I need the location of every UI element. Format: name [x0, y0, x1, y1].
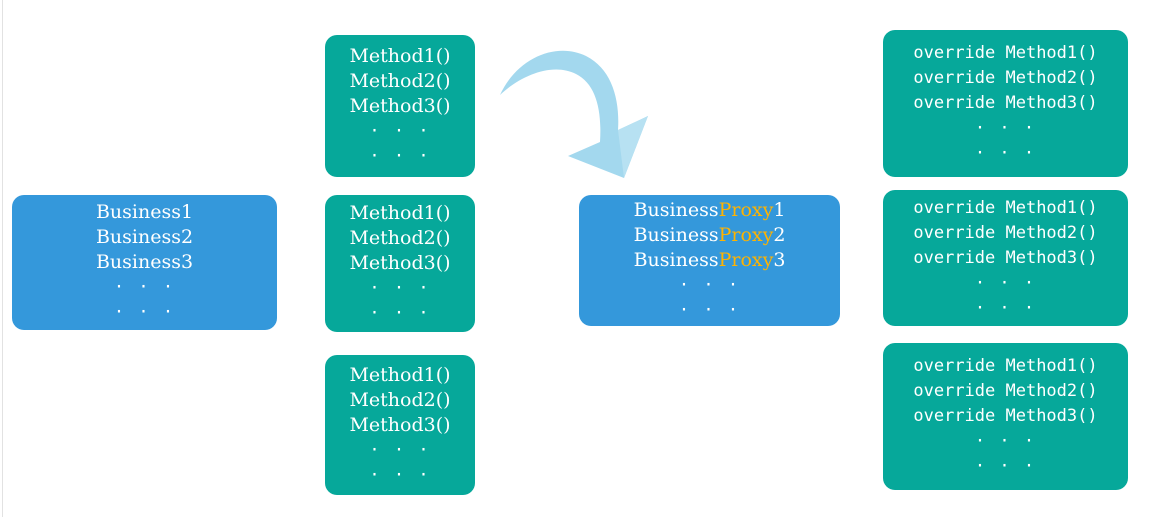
method-box-2: Method1() Method2() Method3() · · · · · …: [325, 195, 475, 332]
business-line: Business1: [95, 201, 194, 223]
business-proxy-content: BusinessProxy1 BusinessProxy2 BusinessPr…: [634, 198, 786, 323]
proxy-accent: Proxy: [718, 249, 774, 271]
ellipsis: · · ·: [678, 300, 741, 320]
ellipsis: · · ·: [369, 464, 431, 485]
method-line: Method3(): [349, 252, 451, 274]
ellipsis: · · ·: [974, 143, 1037, 163]
method-line: Method3(): [349, 413, 451, 436]
method-box-3-content: Method1() Method2() Method3() · · · · · …: [349, 363, 450, 488]
proxy-suffix: 3: [773, 249, 786, 271]
ellipsis: · · ·: [369, 278, 431, 298]
override-line: override Method3(): [913, 247, 1098, 268]
override-line: override Method1(): [913, 356, 1098, 376]
proxy-line-1: BusinessProxy1: [634, 198, 786, 223]
ellipsis: · · ·: [369, 120, 431, 141]
business-box: Business1 Business2 Business3 · · · · · …: [12, 195, 277, 330]
proxy-prefix: Business: [633, 224, 719, 246]
ellipsis: · · ·: [678, 275, 741, 295]
proxy-line-3: BusinessProxy3: [634, 248, 786, 273]
override-line: override Method2(): [913, 381, 1098, 401]
ellipsis: · · ·: [369, 303, 431, 323]
proxy-prefix: Business: [633, 199, 719, 221]
method-line: Method2(): [349, 388, 451, 411]
override-box-2-content: override Method1() override Method2() ov…: [913, 196, 1097, 321]
proxy-suffix: 2: [773, 224, 786, 246]
override-box-3-content: override Method1() override Method2() ov…: [913, 354, 1097, 479]
override-line: override Method3(): [913, 406, 1098, 426]
proxy-prefix: Business: [633, 249, 719, 271]
proxy-accent: Proxy: [718, 199, 774, 221]
method-box-1: Method1() Method2() Method3() · · · · · …: [325, 35, 475, 177]
ellipsis: · · ·: [113, 302, 176, 322]
method-line: Method1(): [349, 363, 451, 386]
ellipsis: · · ·: [974, 118, 1037, 138]
override-box-1: override Method1() override Method2() ov…: [883, 30, 1128, 177]
override-box-3: override Method1() override Method2() ov…: [883, 343, 1128, 490]
override-box-1-content: override Method1() override Method2() ov…: [913, 41, 1097, 166]
proxy-suffix: 1: [773, 199, 786, 221]
page-margin-rule: [2, 0, 3, 517]
override-line: override Method1(): [913, 197, 1098, 218]
override-line: override Method2(): [913, 222, 1098, 243]
ellipsis: · · ·: [113, 277, 176, 297]
ellipsis: · · ·: [974, 272, 1037, 293]
method-line: Method2(): [349, 69, 451, 92]
method-line: Method1(): [349, 44, 451, 67]
ellipsis: · · ·: [974, 431, 1037, 451]
method-box-2-content: Method1() Method2() Method3() · · · · · …: [349, 201, 450, 326]
method-box-3: Method1() Method2() Method3() · · · · · …: [325, 355, 475, 495]
proxy-accent: Proxy: [718, 224, 774, 246]
override-box-2: override Method1() override Method2() ov…: [883, 190, 1128, 326]
business-proxy-box: BusinessProxy1 BusinessProxy2 BusinessPr…: [579, 195, 840, 326]
override-line: override Method3(): [913, 93, 1098, 113]
ellipsis: · · ·: [974, 297, 1037, 318]
method-line: Method1(): [349, 202, 451, 224]
override-line: override Method1(): [913, 43, 1098, 63]
method-line: Method2(): [349, 227, 451, 249]
ellipsis: · · ·: [369, 439, 431, 460]
override-line: override Method2(): [913, 68, 1098, 88]
business-box-content: Business1 Business2 Business3 · · · · · …: [96, 200, 193, 325]
business-line: Business3: [95, 251, 194, 273]
method-line: Method3(): [349, 94, 451, 117]
curved-arrow-icon: [496, 38, 676, 186]
ellipsis: · · ·: [974, 456, 1037, 476]
ellipsis: · · ·: [369, 145, 431, 166]
method-box-1-content: Method1() Method2() Method3() · · · · · …: [349, 44, 450, 169]
business-line: Business2: [95, 226, 194, 248]
proxy-line-2: BusinessProxy2: [634, 223, 786, 248]
